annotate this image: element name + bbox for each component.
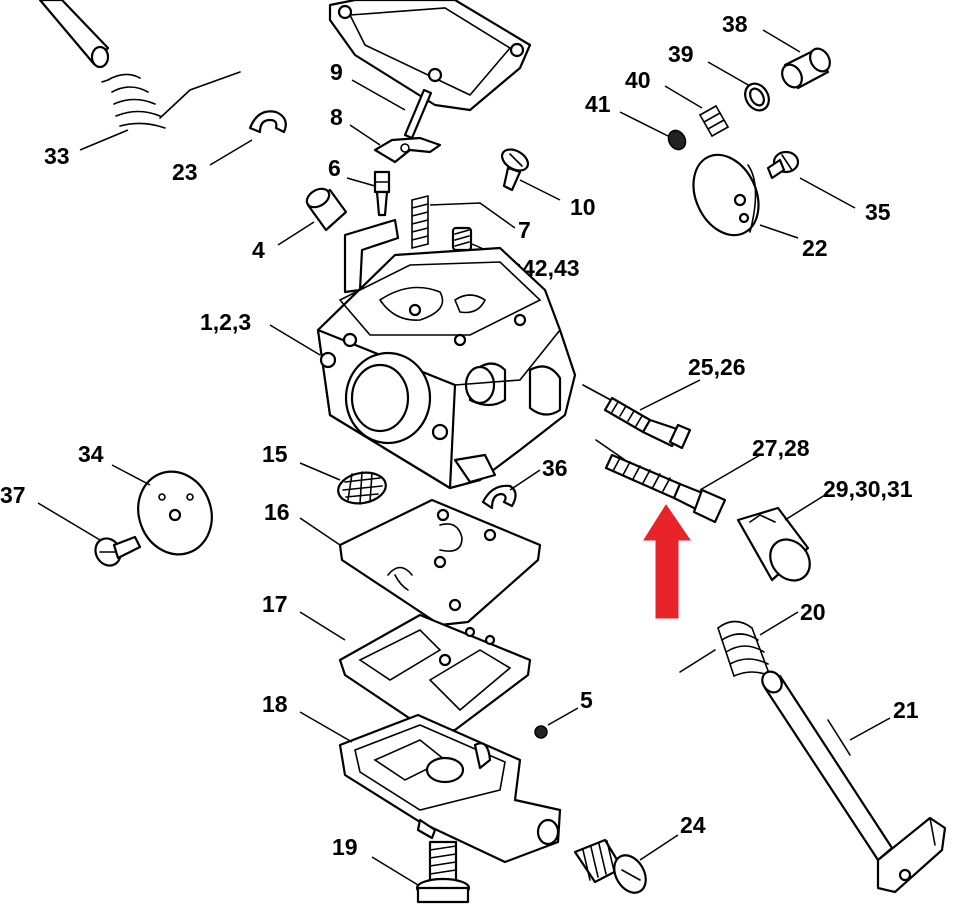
label-6: 6 xyxy=(328,155,341,181)
part-15-fuel-screen xyxy=(337,471,387,505)
label-36: 36 xyxy=(542,455,568,481)
part-33-throttle-shaft-spring xyxy=(38,0,241,129)
part-40-spring xyxy=(699,105,729,137)
leader-25-26 xyxy=(639,379,701,411)
part-4-plug xyxy=(305,187,348,232)
label-15: 15 xyxy=(262,441,288,467)
part-10-screw xyxy=(500,148,530,192)
leader-37 xyxy=(37,502,101,541)
leader-35 xyxy=(799,177,856,209)
label-40: 40 xyxy=(625,67,651,93)
label-22: 22 xyxy=(802,235,828,261)
part-16-gasket xyxy=(338,498,542,627)
part-7-inlet-spring xyxy=(411,195,429,249)
label-10: 10 xyxy=(570,194,596,220)
leader-20 xyxy=(759,611,799,636)
label-25-26: 25,26 xyxy=(688,354,746,380)
part-21-choke-shaft xyxy=(761,670,947,894)
part-17-metering-diaphragm xyxy=(338,613,532,734)
leader-38 xyxy=(762,29,801,53)
part-36-clip xyxy=(481,484,517,510)
leader-22 xyxy=(759,224,799,239)
leader-27-28 xyxy=(699,454,761,491)
part-35-screw xyxy=(766,150,800,180)
leader-5 xyxy=(547,707,579,726)
leader-16 xyxy=(299,517,341,546)
part-5-ball xyxy=(534,725,548,739)
label-19: 19 xyxy=(332,834,358,860)
label-34: 34 xyxy=(78,441,104,467)
leader-8 xyxy=(349,124,381,146)
part-1-2-3-carburetor-body xyxy=(316,218,577,490)
leader-4 xyxy=(277,221,315,246)
label-38: 38 xyxy=(722,11,748,37)
leader-24 xyxy=(639,834,679,861)
part-25-26-adjusting-screw xyxy=(582,384,692,450)
label-35: 35 xyxy=(865,199,891,225)
label-23: 23 xyxy=(172,159,198,185)
leader-36 xyxy=(509,469,541,491)
label-27-28: 27,28 xyxy=(752,435,810,461)
leader-19 xyxy=(371,856,419,886)
part-22-cover-plate xyxy=(692,153,760,237)
leader-7 xyxy=(429,202,516,229)
leader-33 xyxy=(79,129,129,151)
leader-10 xyxy=(519,179,561,201)
part-37-screw xyxy=(94,535,142,567)
leader-40 xyxy=(664,85,703,109)
label-24: 24 xyxy=(680,812,706,838)
label-29-30-31: 29,30,31 xyxy=(823,476,913,502)
label-5: 5 xyxy=(580,687,593,713)
part-6-inlet-needle xyxy=(373,170,391,217)
leader-18 xyxy=(299,711,353,743)
part-27-28-adjusting-screw xyxy=(595,439,727,524)
leader-1-2-3 xyxy=(269,324,321,356)
part-41-screen xyxy=(667,129,687,151)
leader-41 xyxy=(619,111,669,137)
part-24-adjusting-screw xyxy=(573,838,647,894)
part-top-diaphragm-cover xyxy=(328,0,532,112)
leader-29-30-31 xyxy=(784,494,826,521)
label-8: 8 xyxy=(330,104,343,130)
leader-17 xyxy=(299,611,346,641)
leader-15 xyxy=(299,462,341,481)
label-41: 41 xyxy=(585,91,611,117)
part-38-bushing xyxy=(781,47,831,90)
part-8-inlet-control-lever xyxy=(373,136,442,164)
part-39-o-ring xyxy=(744,82,770,112)
part-20-torsion-spring xyxy=(679,620,771,677)
label-9: 9 xyxy=(330,59,343,85)
label-37: 37 xyxy=(0,482,26,508)
leader-9 xyxy=(351,79,406,111)
leader-34 xyxy=(111,464,151,486)
label-18: 18 xyxy=(262,691,288,717)
label-21: 21 xyxy=(893,697,919,723)
part-29-30-31-limiter-cap xyxy=(736,506,811,582)
label-20: 20 xyxy=(800,599,826,625)
leader-6 xyxy=(346,177,376,187)
part-19-bolt xyxy=(415,840,471,904)
label-4: 4 xyxy=(252,237,265,263)
highlight-arrow-icon xyxy=(643,504,691,619)
part-42-43-set-screw xyxy=(451,226,473,252)
part-18-end-cover xyxy=(338,713,562,864)
leader-39 xyxy=(707,61,751,87)
leader-23 xyxy=(209,139,253,166)
label-17: 17 xyxy=(262,591,288,617)
leader-21 xyxy=(849,717,891,741)
label-16: 16 xyxy=(264,499,290,525)
part-23-e-clip xyxy=(248,110,287,134)
label-39: 39 xyxy=(668,41,694,67)
part-34-plate xyxy=(137,470,213,556)
label-1-2-3: 1,2,3 xyxy=(200,309,251,335)
part-9-pin xyxy=(403,88,433,140)
label-33: 33 xyxy=(44,143,70,169)
label-7: 7 xyxy=(518,217,531,243)
